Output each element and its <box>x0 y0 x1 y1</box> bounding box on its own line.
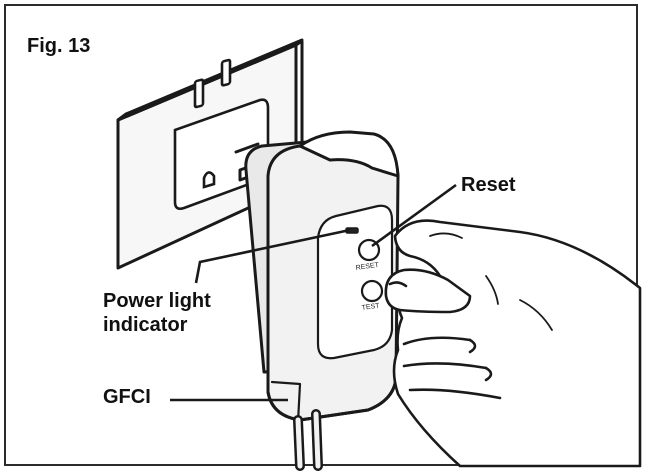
figure-title: Fig. 13 <box>27 34 90 58</box>
gfci-label: GFCI <box>103 385 151 409</box>
test-button <box>362 281 382 301</box>
gfci-plug <box>236 132 398 466</box>
power-light-indicator-label: Power light indicator <box>103 289 211 337</box>
power-label-line-1: Power light <box>103 289 211 313</box>
reset-label: Reset <box>461 173 515 197</box>
hand <box>386 221 640 466</box>
power-label-line-2: indicator <box>103 313 211 337</box>
